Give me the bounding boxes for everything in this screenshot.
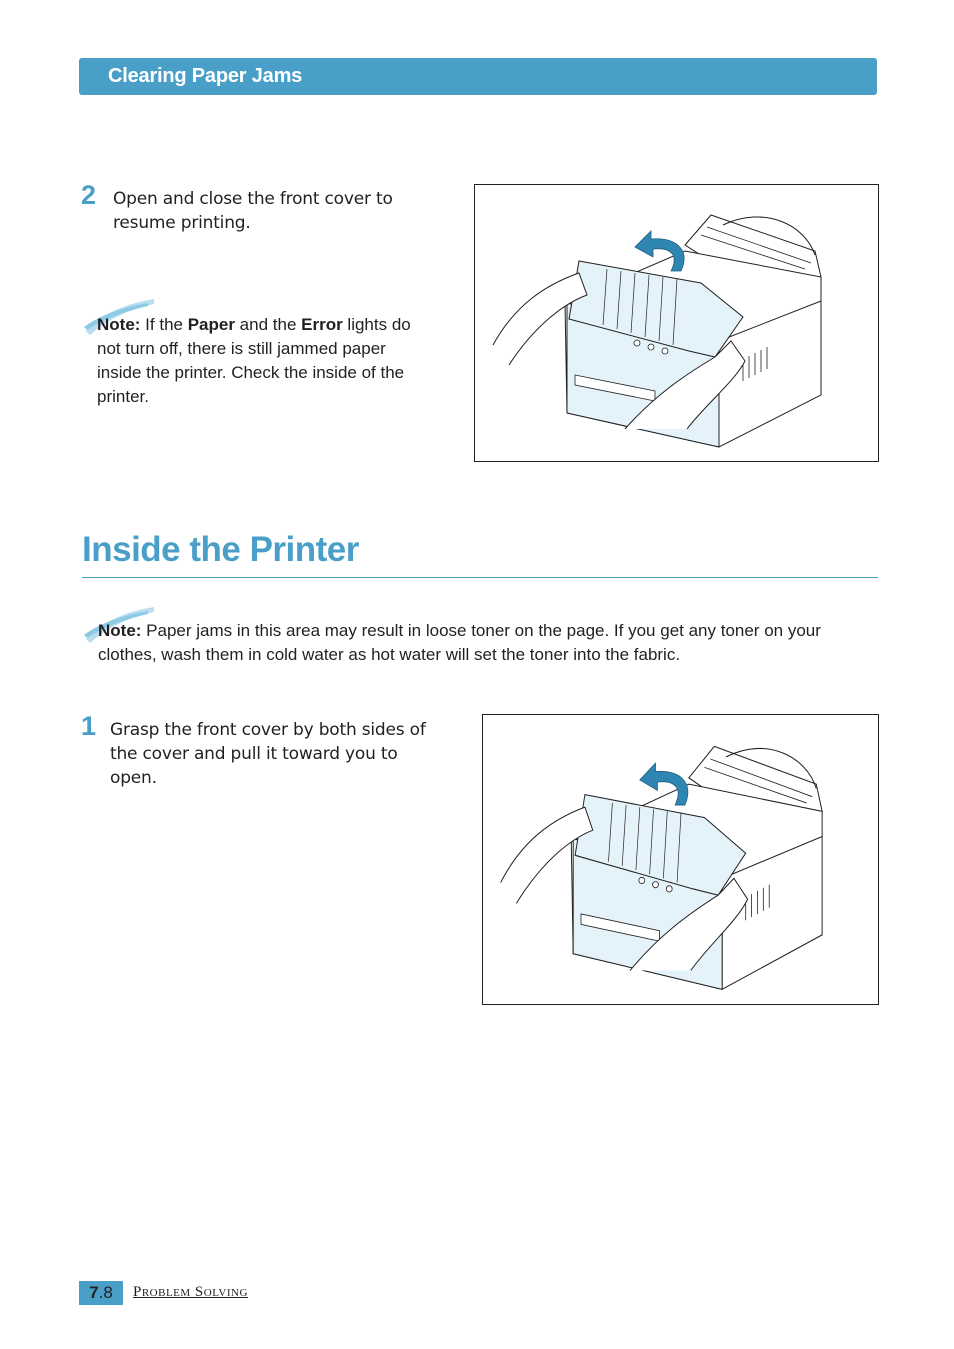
section-header-bar: Clearing Paper Jams xyxy=(79,58,877,95)
note-text: If the xyxy=(140,315,188,334)
printer-illustration xyxy=(500,745,823,990)
error-light-label: Error xyxy=(301,315,343,334)
chapter-number: 7 xyxy=(89,1283,99,1302)
note-swoosh-icon xyxy=(84,607,154,643)
note-text: lights do not turn off, there is still j… xyxy=(97,315,411,406)
step-1-text: Grasp the front cover by both sides of t… xyxy=(110,720,426,788)
step-number-2: 2 xyxy=(81,180,97,210)
page-number: .8 xyxy=(98,1283,113,1302)
step-number-1: 1 xyxy=(81,711,97,741)
note-loose-toner: Note: Paper jams in this area may result… xyxy=(98,619,868,667)
page-number-badge: 7.8 xyxy=(79,1281,123,1305)
note-label: Note: xyxy=(97,315,141,334)
section-divider xyxy=(82,577,878,578)
section-title: Inside the Printer xyxy=(82,530,359,569)
note-paper-error-lights: Note: If the Paper and the Error lights … xyxy=(97,313,427,409)
printer-cover-figure-bottom xyxy=(482,714,879,1005)
printer-illustration xyxy=(492,214,822,448)
note-text: Paper jams in this area may result in lo… xyxy=(98,621,821,664)
step-2-text: Open and close the front cover to resume… xyxy=(113,189,393,233)
note-text: and the xyxy=(234,315,302,334)
chapter-label: Problem Solving xyxy=(133,1284,248,1300)
printer-cover-figure-top xyxy=(474,184,879,462)
header-title: Clearing Paper Jams xyxy=(108,65,303,87)
paper-light-label: Paper xyxy=(187,315,235,334)
note-swoosh-icon xyxy=(84,299,154,335)
note-label: Note: xyxy=(98,621,142,640)
